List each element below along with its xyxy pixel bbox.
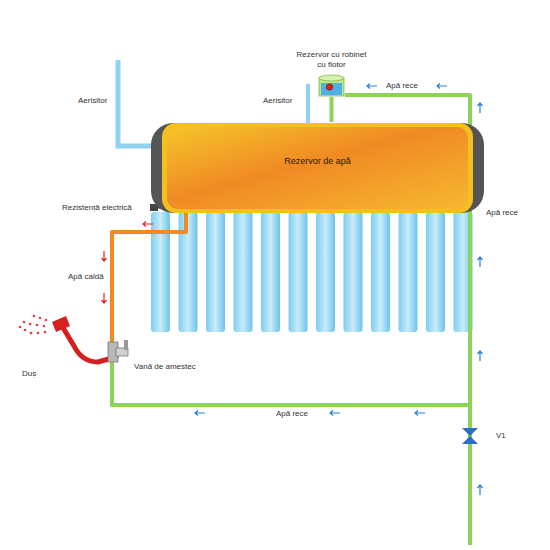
flow-arrow <box>330 411 340 416</box>
flow-arrow <box>102 293 107 303</box>
vacuum-tube <box>344 212 363 332</box>
part-label: Duș <box>22 369 36 379</box>
valve-label: V1 <box>496 431 506 441</box>
air-vent-pipe <box>118 60 152 146</box>
vacuum-tube <box>316 212 335 332</box>
vacuum-tube <box>399 212 418 332</box>
air-vent-pipe <box>306 84 310 124</box>
cold-water-pipe <box>468 405 472 545</box>
water-tank-shape <box>150 122 485 214</box>
valve-symbol <box>462 428 478 444</box>
flow-label: Apă caldă <box>68 272 104 282</box>
float-tank: Rezervor cu robinet cu flotor <box>318 74 345 97</box>
flow-label: Apă rece <box>386 81 418 91</box>
part-label: Vană de amestec <box>134 362 196 372</box>
flow-arrow <box>415 411 425 416</box>
part-label: Rezistență electrică <box>62 203 132 213</box>
flow-arrow <box>437 84 447 89</box>
flow-arrow <box>143 222 153 227</box>
node-label: Rezervor de apă <box>284 156 351 166</box>
flow-label: Apă rece <box>276 409 308 419</box>
vacuum-tube <box>426 212 445 332</box>
water-spray <box>19 315 48 335</box>
pipe-connector <box>330 97 334 122</box>
flow-label: Apă rece <box>486 208 518 218</box>
float-tank-shape <box>318 74 345 97</box>
vacuum-tube <box>234 212 253 332</box>
vacuum-tube <box>289 212 308 332</box>
flow-arrow <box>478 485 483 495</box>
flow-arrow <box>195 411 205 416</box>
flow-arrow <box>478 351 483 361</box>
flow-arrow <box>102 251 107 261</box>
vacuum-tube <box>371 212 390 332</box>
vacuum-tubes <box>151 212 473 332</box>
flow-arrow <box>367 84 377 89</box>
part-label: Aerisitor <box>78 96 107 106</box>
water-tank: Rezervor de apă <box>150 122 485 214</box>
flow-arrow <box>478 257 483 267</box>
flow-arrow <box>478 103 483 113</box>
hot-water-pipe <box>112 212 186 342</box>
part-label: Aerisitor <box>263 96 292 106</box>
vacuum-tube <box>261 212 280 332</box>
mixing-valve <box>108 340 128 362</box>
node-heading: Rezervor cu robinet cu flotor <box>297 50 367 70</box>
shower-head <box>52 316 70 332</box>
vacuum-tube <box>206 212 225 332</box>
